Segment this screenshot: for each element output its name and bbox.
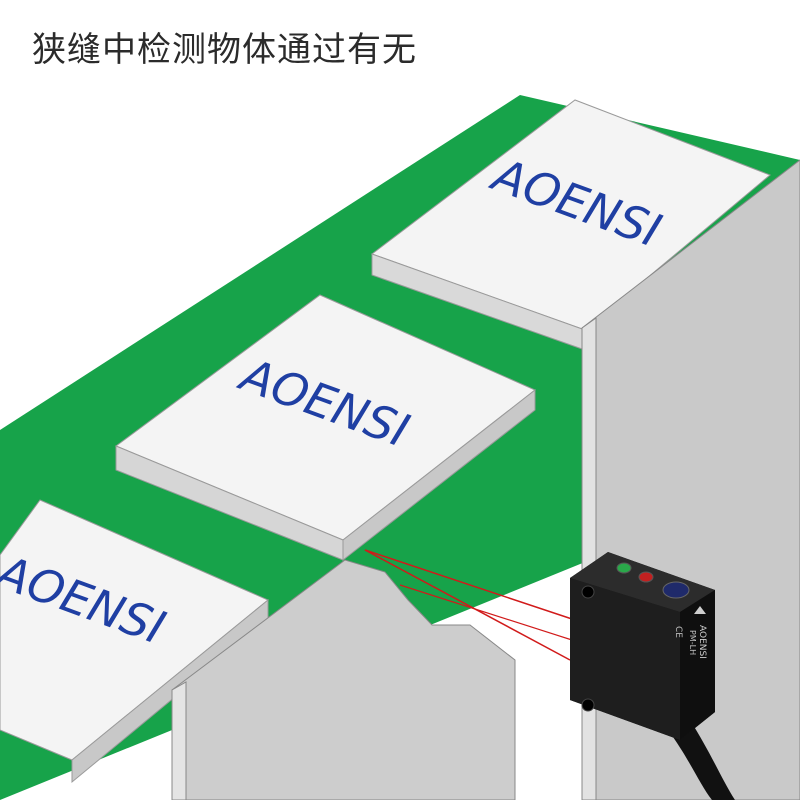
sensor-lens-icon	[662, 581, 690, 599]
product-box-middle: AOENSI	[114, 294, 536, 562]
sensor-cable	[668, 720, 735, 800]
sensor-model: PM-LH	[688, 630, 697, 655]
mount-hole-top	[581, 585, 595, 599]
sensor-brand: AOENSI	[697, 625, 707, 659]
product-box-back: AOENSI	[370, 99, 771, 351]
front-guide-plate	[171, 559, 516, 800]
mount-hole-bottom	[581, 698, 595, 712]
laser-beams	[364, 549, 576, 661]
indicator-red-icon	[638, 571, 654, 583]
sensor-ce-mark: CE	[673, 626, 683, 638]
page-title: 狭缝中检测物体通过有无	[32, 30, 417, 70]
product-box-front: AOENSI	[0, 499, 269, 784]
direction-arrow-icon	[694, 606, 706, 614]
photoelectric-sensor: AOENSI PM-LH CE	[570, 552, 735, 800]
indicator-green-icon	[616, 562, 632, 574]
